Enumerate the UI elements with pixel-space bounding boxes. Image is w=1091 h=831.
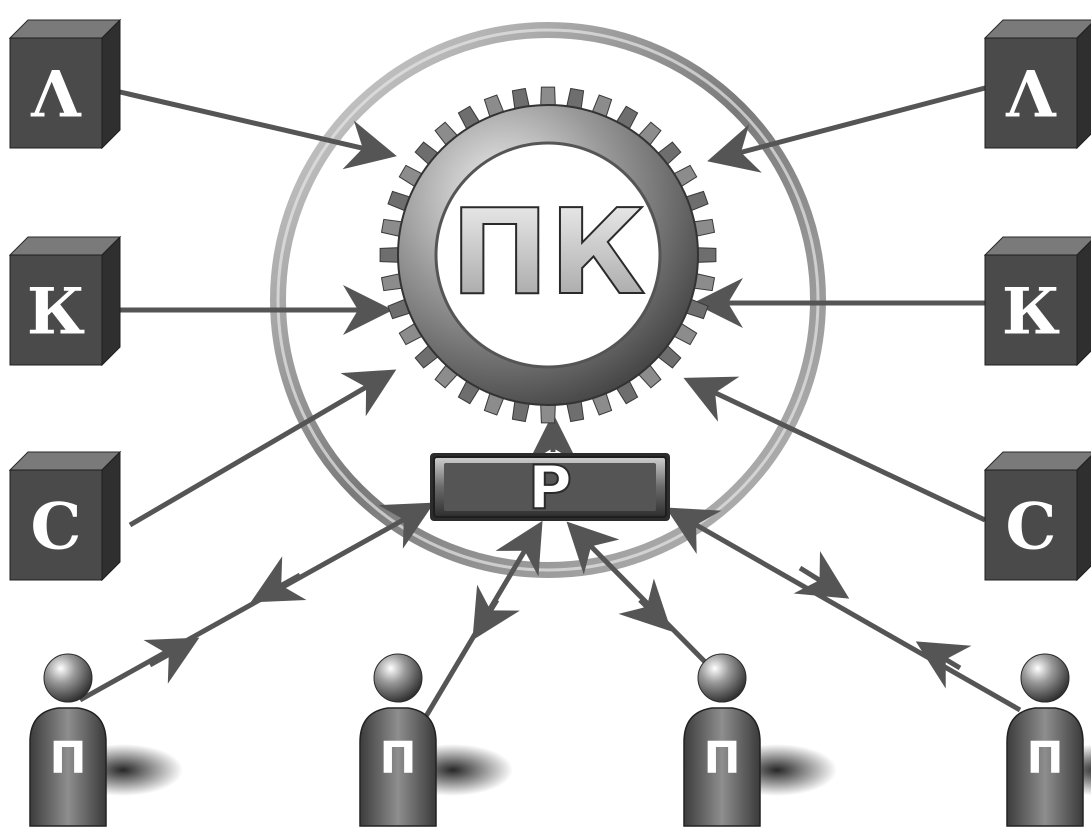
person-icon: П: [1007, 654, 1091, 826]
block-side-face: [102, 237, 120, 365]
block-label: С: [31, 490, 82, 565]
block-side-face: [102, 20, 120, 148]
person-head: [374, 654, 422, 702]
block-label: К: [1002, 275, 1060, 350]
person-label: П: [50, 733, 87, 784]
block-label: К: [27, 275, 85, 350]
block-right-top: Λ: [985, 20, 1091, 148]
block-label: Λ: [1005, 58, 1057, 133]
person-head: [698, 654, 746, 702]
block-right-middle: К: [985, 237, 1091, 365]
center-label: ПК: [450, 183, 645, 321]
block-top-face: [985, 237, 1091, 255]
person-icon: П: [30, 654, 183, 826]
person-label: П: [380, 733, 417, 784]
arrow-mid-person-4: [800, 568, 845, 596]
gear-tooth: [380, 248, 398, 263]
gear-tooth: [541, 405, 556, 423]
block-label: Λ: [30, 58, 82, 133]
block-top-face: [985, 20, 1091, 38]
block-side-face: [1077, 452, 1091, 580]
person-label: П: [1027, 733, 1064, 784]
arrow-left-bottom: [130, 372, 392, 525]
block-right-bottom: С: [985, 452, 1091, 580]
gear-tooth: [698, 248, 716, 263]
block-top-face: [10, 237, 120, 255]
register-badge: Р: [430, 453, 670, 523]
block-side-face: [1077, 237, 1091, 365]
arrow-mid-person-1: [255, 575, 300, 600]
block-label: С: [1006, 490, 1057, 565]
block-side-face: [1077, 20, 1091, 148]
person-label: П: [704, 733, 741, 784]
block-left-middle: К: [10, 237, 120, 365]
arrow-mid-person-1b: [150, 640, 195, 665]
arrow-mid-person-2: [475, 600, 497, 636]
person-head: [44, 654, 92, 702]
arrow-mid-person-3: [640, 600, 668, 628]
person-icon: П: [684, 654, 837, 826]
block-left-bottom: С: [10, 452, 120, 580]
person-icon: П: [360, 654, 513, 826]
block-top-face: [10, 20, 120, 38]
block-top-face: [985, 452, 1091, 470]
block-top-face: [10, 452, 120, 470]
person-head: [1021, 654, 1069, 702]
gear-tooth: [541, 87, 556, 105]
block-side-face: [102, 452, 120, 580]
register-label: Р: [528, 453, 572, 523]
block-left-top: Λ: [10, 20, 120, 148]
